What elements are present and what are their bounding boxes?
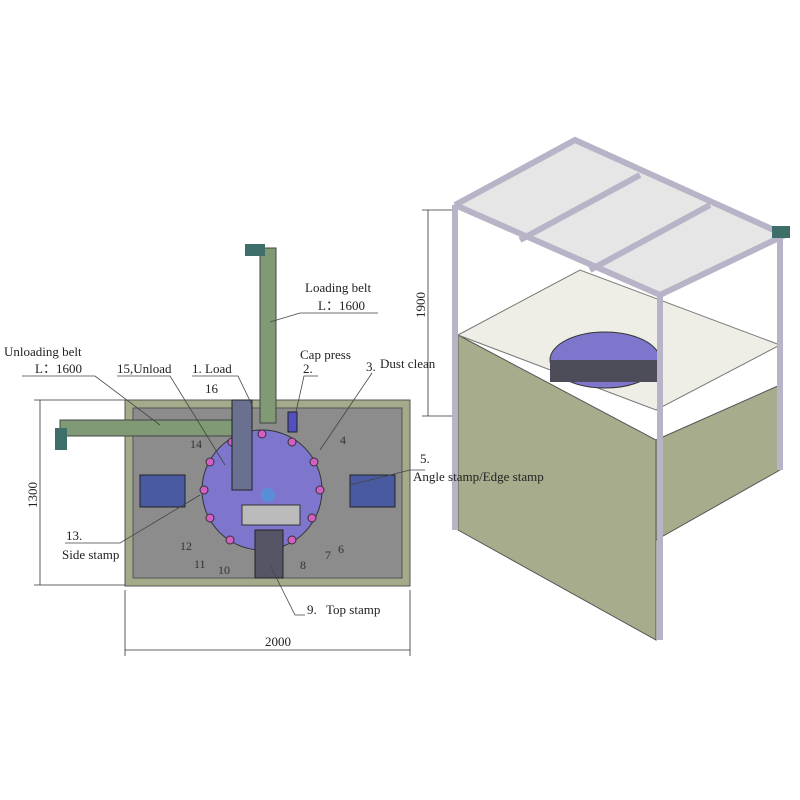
station-6-label: 6 xyxy=(338,542,344,556)
turntable-hub xyxy=(261,488,275,502)
station-3-label: 3. xyxy=(366,359,376,374)
station-13-label: 13. xyxy=(66,528,82,543)
unloading-belt xyxy=(59,419,246,437)
side-stamp-unit xyxy=(139,474,186,508)
station-2-name: Cap press xyxy=(300,347,351,362)
loading-belt-label: Loading belt xyxy=(305,280,371,295)
station-2-label: 2. xyxy=(303,361,313,376)
cabinet-frame xyxy=(452,136,787,640)
station-15-label: 15,Unload xyxy=(117,361,172,376)
dimension-lines xyxy=(34,209,455,656)
height-dimension: 1900 xyxy=(413,292,428,318)
iso-turntable-base xyxy=(550,360,660,382)
top-view xyxy=(55,244,411,587)
iso-view xyxy=(452,136,790,641)
leader-lines xyxy=(22,312,425,616)
top-stamp-unit xyxy=(241,504,301,526)
iso-motor xyxy=(772,226,790,238)
station-8-label: 8 xyxy=(300,558,306,572)
station-12-label: 12 xyxy=(180,539,192,553)
unloading-belt-label: Unloading belt xyxy=(4,344,82,359)
station-16-label: 16 xyxy=(205,381,219,396)
loading-belt-length: L：1600 xyxy=(318,298,365,313)
station-4-label: 4 xyxy=(340,433,346,447)
load-unload-gantry xyxy=(231,399,253,491)
loading-belt-motor xyxy=(245,244,265,256)
station-3-name: Dust clean xyxy=(380,356,436,371)
loading-belt xyxy=(259,247,277,424)
cap-press-unit xyxy=(287,411,298,433)
labels: Loading belt L：1600 Unloading belt L：160… xyxy=(4,280,544,649)
unloading-belt-motor xyxy=(55,428,67,450)
station-5-name: Angle stamp/Edge stamp xyxy=(413,469,544,484)
station-14-label: 14 xyxy=(190,437,202,451)
unloading-belt-length: L：1600 xyxy=(35,361,82,376)
depth-dimension: 1300 xyxy=(25,482,40,508)
station-11-label: 11 xyxy=(194,557,206,571)
station-1-label: 1. Load xyxy=(192,361,232,376)
station-13-name: Side stamp xyxy=(62,547,119,562)
station-9-label: 9. xyxy=(307,602,317,617)
cabinet-side-panel xyxy=(655,384,781,541)
station-9-name: Top stamp xyxy=(326,602,380,617)
top-stamp-press xyxy=(254,529,284,579)
station-7-label: 7 xyxy=(325,548,331,562)
width-dimension: 2000 xyxy=(265,634,291,649)
station-5-label: 5. xyxy=(420,451,430,466)
angle-stamp-unit xyxy=(349,474,396,508)
station-10-label: 10 xyxy=(218,563,230,577)
